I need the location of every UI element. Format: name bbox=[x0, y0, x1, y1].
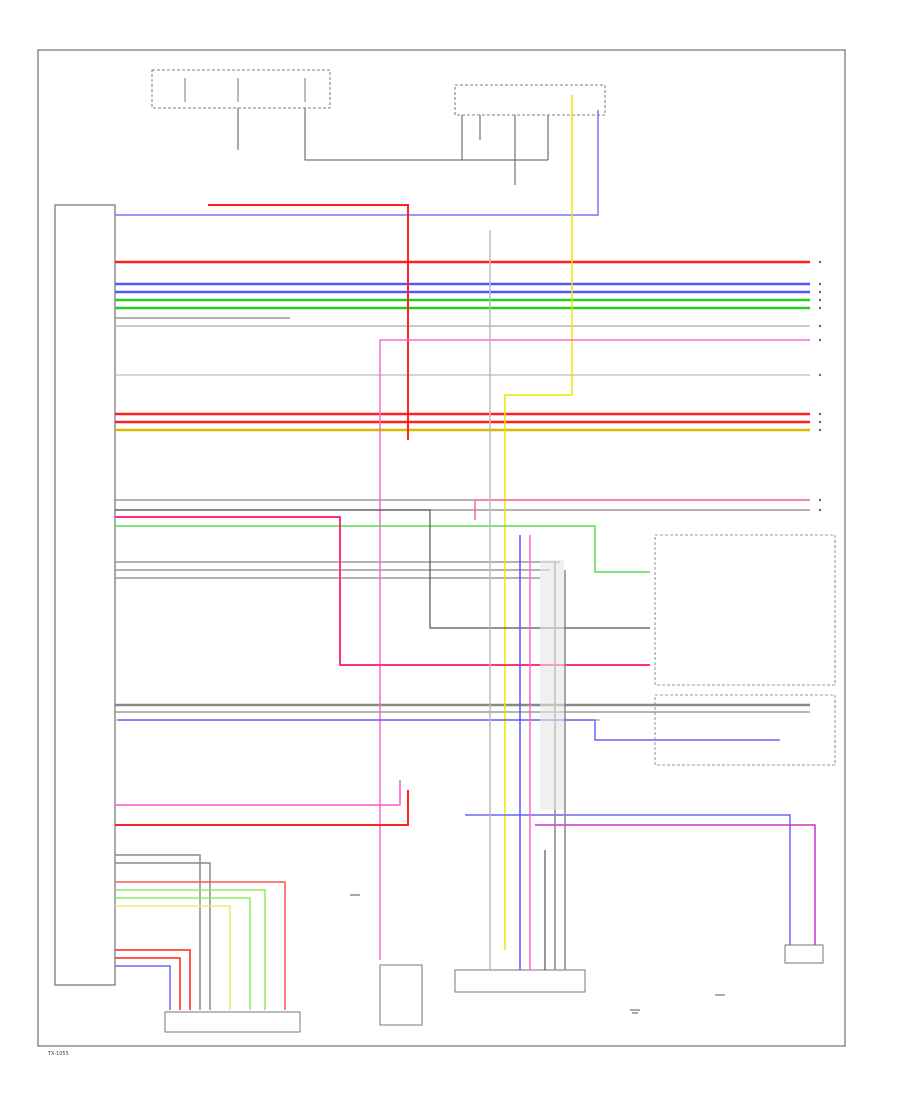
wire-pink-vertical bbox=[379, 339, 810, 960]
bottom-sensor-right bbox=[784, 944, 824, 964]
ground-symbols bbox=[350, 894, 725, 1014]
wire-green-branch bbox=[115, 525, 650, 573]
shield-shading bbox=[540, 560, 564, 810]
relay-box-top-right bbox=[454, 84, 606, 116]
dash-module-box bbox=[654, 534, 836, 686]
ecm-connector-block bbox=[54, 204, 116, 986]
wire-pink-ll bbox=[115, 780, 401, 806]
bottom-connector-left bbox=[164, 1011, 301, 1033]
wire-bundle-lower-left bbox=[115, 854, 286, 1010]
wire-pink-right bbox=[474, 499, 810, 520]
wire-red-vertical bbox=[208, 204, 409, 440]
fuse-box-top bbox=[151, 69, 331, 109]
bottom-connector-right bbox=[454, 969, 586, 993]
wire-blue-bottom bbox=[465, 814, 791, 945]
bottom-connector-mid bbox=[379, 964, 423, 1026]
wire-gray-loop bbox=[115, 509, 650, 629]
right-terminal-markers bbox=[818, 260, 822, 512]
footer-code: TX-1055 bbox=[47, 1051, 69, 1057]
relay-drops bbox=[237, 108, 549, 185]
thin-wires bbox=[115, 317, 810, 721]
wire-magenta-bottom bbox=[535, 824, 816, 945]
wire-yellow-vertical bbox=[504, 95, 573, 950]
horizontal-wires bbox=[115, 260, 810, 707]
wire-pink-lower bbox=[115, 516, 650, 666]
wire-blue-top bbox=[115, 110, 599, 216]
diagram-border bbox=[37, 49, 846, 1047]
wire-red-ll bbox=[115, 790, 409, 826]
wire-blue-down bbox=[118, 719, 780, 741]
right-lower-module-box bbox=[654, 694, 836, 766]
